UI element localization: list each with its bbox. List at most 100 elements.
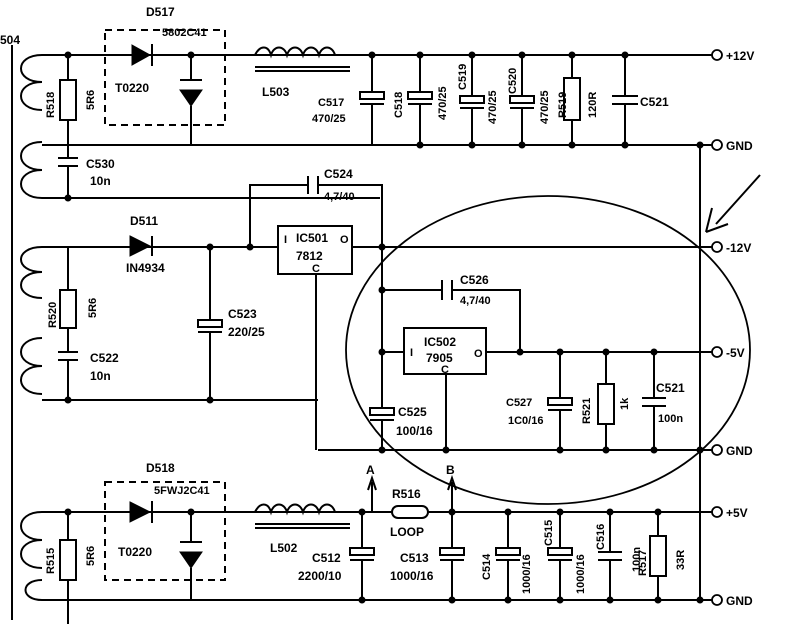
c515-value: 1000/16: [575, 554, 587, 594]
c518-value: 470/25: [437, 86, 449, 120]
terminal-gnd-3: [711, 594, 723, 606]
ic501-pin-c: C: [312, 263, 320, 275]
c515-label: C515: [543, 520, 555, 546]
c517-value: 470/25: [312, 113, 346, 125]
terminal-plus5: [711, 506, 723, 518]
r521-value: 1k: [619, 397, 631, 410]
d518-diode-symbol: [129, 501, 152, 523]
c516-value: 100n: [631, 547, 643, 572]
d518-label: D518: [146, 461, 175, 475]
node-a-label: A: [366, 463, 375, 477]
c523-value: 220/25: [228, 325, 265, 339]
c521-mid-value: 100n: [658, 413, 683, 425]
c513-value: 1000/16: [390, 569, 434, 583]
terminal-gnd-1: [711, 139, 723, 151]
terminal-minus5: [711, 346, 723, 358]
ic502-regulator: [403, 327, 487, 375]
r516-value: LOOP: [390, 525, 424, 539]
d518-package: [104, 481, 226, 581]
rail-minus12-label: -12V: [726, 241, 751, 255]
r515-value: 5R6: [85, 546, 97, 566]
r515-label: R515: [45, 548, 57, 574]
r518-value: 5R6: [85, 90, 97, 110]
c513-label: C513: [400, 551, 429, 565]
ic502-label: IC502: [424, 335, 456, 349]
ic501-pin-out: O: [340, 234, 349, 246]
c514-label: C514: [481, 553, 493, 580]
r519-label: R519: [557, 92, 569, 118]
ic501-label: IC501: [296, 231, 328, 245]
r520-value: 5R6: [87, 298, 99, 318]
r518-label: R518: [45, 92, 57, 118]
c514-value: 1000/16: [521, 554, 533, 594]
ic501-part-label: 7812: [296, 249, 323, 263]
c521-mid-label: C521: [656, 381, 685, 395]
plus5-section: [42, 474, 712, 624]
edge-reference-label: 504: [0, 33, 20, 47]
output-terminals: [696, 49, 723, 606]
plus12-section: [42, 29, 712, 202]
rail-plus12-label: +12V: [726, 49, 754, 63]
ic502-pin-c: C: [441, 364, 449, 376]
d517-label: D517: [146, 5, 175, 19]
rail-gnd2-label: GND: [726, 444, 753, 458]
r518-resistor: [59, 79, 77, 121]
c526-label: C526: [460, 273, 489, 287]
c522-label: C522: [90, 351, 119, 365]
c512-label: C512: [312, 551, 341, 565]
ic501-pin-in: I: [284, 234, 287, 246]
d517-part-label: 5802C41: [162, 27, 207, 39]
r521-label: R521: [581, 398, 593, 424]
transformer-windings: [11, 45, 43, 620]
rail-minus5-label: -5V: [726, 346, 745, 360]
r517-value: 33R: [675, 550, 687, 570]
rail-gnd3-label: GND: [726, 594, 753, 608]
ic502-pin-in: I: [410, 347, 413, 359]
c527-value: 1C0/16: [508, 415, 543, 427]
d511-diode-symbol: [129, 235, 152, 257]
pointer-arrow: [705, 174, 761, 233]
minus-supply-section: [42, 176, 712, 454]
r516-loop: [391, 505, 429, 519]
l503-inductor: [254, 46, 336, 59]
terminal-gnd-2: [711, 444, 723, 456]
c526-value: 4,7/40: [460, 295, 491, 307]
c512-value: 2200/10: [298, 569, 342, 583]
c519-value: 470/25: [487, 90, 499, 124]
terminal-plus12: [711, 49, 723, 61]
c516-label: C516: [595, 524, 607, 550]
c519-label: C519: [457, 64, 469, 90]
d518-part-label: 5FWJ2C41: [154, 485, 210, 497]
rail-gnd1-label: GND: [726, 139, 753, 153]
c520-label: C520: [507, 68, 519, 94]
d517-diode-symbol: [131, 44, 152, 66]
l502-label: L502: [270, 541, 298, 555]
r520-label: R520: [47, 302, 59, 328]
c525-value: 100/16: [396, 424, 433, 438]
d517-package-label: T0220: [115, 81, 149, 95]
r517-label: R517: [637, 550, 649, 576]
c517-label: C517: [318, 97, 344, 109]
c521-top-label: C521: [640, 95, 669, 109]
l502-inductor: [254, 503, 336, 516]
node-b-label: B: [446, 463, 455, 477]
rail-plus5-label: +5V: [726, 506, 748, 520]
c530-value: 10n: [90, 174, 111, 188]
c520-value: 470/25: [539, 90, 551, 124]
c524-label: C524: [324, 167, 353, 181]
c518-label: C518: [393, 92, 405, 118]
l503-label: L503: [262, 85, 290, 99]
c522-value: 10n: [90, 369, 111, 383]
c525-label: C525: [398, 405, 427, 419]
c524-value: 4,7/40: [324, 191, 355, 203]
d511-label: D511: [130, 214, 158, 228]
c527-label: C527: [506, 397, 532, 409]
d518-package-label: T0220: [118, 545, 152, 559]
c530-label: C530: [86, 157, 115, 171]
d511-part-label: IN4934: [126, 261, 165, 275]
d517-package: [104, 29, 226, 126]
r516-label: R516: [392, 487, 421, 501]
terminal-minus12: [711, 241, 723, 253]
ic502-part-label: 7905: [426, 351, 453, 365]
